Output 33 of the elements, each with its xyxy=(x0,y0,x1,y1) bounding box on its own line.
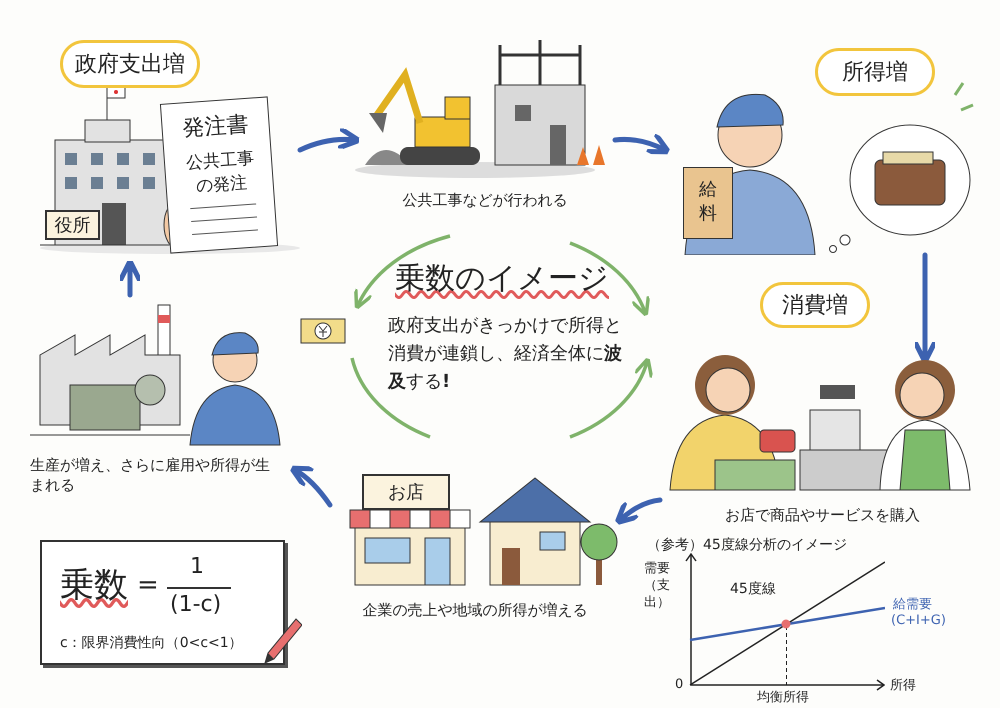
formula-card xyxy=(40,540,285,665)
heading: 乗数のイメージ xyxy=(395,260,609,298)
formula-note: c：限界消費性向（0<c<1） xyxy=(60,634,243,652)
body-text: 政府支出がきっかけで所得と消費が連鎖し、経済全体に波及する! xyxy=(388,314,623,394)
chart-title: （参考）45度線分析のイメージ xyxy=(647,536,847,554)
speech-bubble: 消費増 xyxy=(760,282,870,328)
line-label: (C+I+G) xyxy=(891,613,946,628)
node-label: 企業の売上や地域の所得が増える xyxy=(362,600,588,620)
arrow xyxy=(612,131,672,154)
node-label: 公共工事などが行われる xyxy=(402,190,568,210)
line-label: 45度線 xyxy=(730,580,776,598)
arrow xyxy=(289,466,332,508)
formula-term: 乗数 xyxy=(60,564,128,607)
speech-bubble: 政府支出増 xyxy=(60,40,200,88)
arrow xyxy=(298,126,362,152)
denominator: (1-c) xyxy=(170,592,222,617)
axis-label: 所得 xyxy=(890,677,916,694)
axis-label: 需要（支出） xyxy=(643,560,671,611)
axis-label: 均衡所得 xyxy=(757,689,809,706)
speech-bubble: 所得増 xyxy=(815,48,935,96)
line-label: 給需要 xyxy=(893,596,932,613)
equals-sign: = xyxy=(137,570,159,600)
document-text: 公共工事の発注 xyxy=(184,148,256,199)
pay-envelope: 給料 xyxy=(683,167,733,239)
document-title: 発注書 xyxy=(180,110,250,144)
origin-label: 0 xyxy=(675,677,684,692)
arrow xyxy=(614,498,662,526)
sign: 役所 xyxy=(45,210,100,240)
sign: お店 xyxy=(362,474,450,510)
node-label: 生産が増え、さらに雇用や所得が生まれる xyxy=(30,455,271,495)
numerator: 1 xyxy=(190,554,204,579)
arrow xyxy=(118,258,142,298)
node-label: お店で商品やサービスを購入 xyxy=(724,505,921,525)
